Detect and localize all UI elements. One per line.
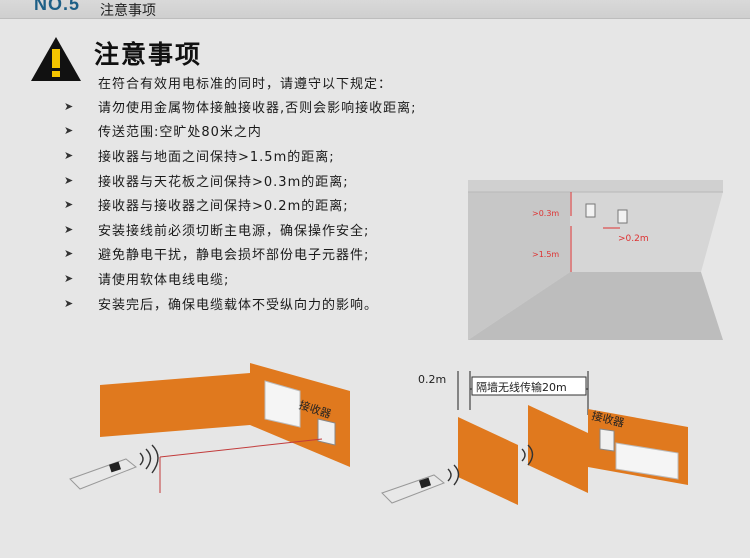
signal-waves-icon: [447, 464, 460, 486]
rule-text: 安装接线前必须切断主电源，确保操作安全;: [98, 223, 370, 239]
room-back-wall: [570, 192, 723, 272]
arrow-bullet-icon: ➤: [64, 173, 75, 187]
arrow-bullet-icon: ➤: [64, 247, 75, 261]
arrow-bullet-icon: ➤: [64, 222, 75, 236]
warning-icon: [31, 37, 81, 81]
arrow-bullet-icon: ➤: [64, 271, 75, 285]
list-item: ➤ 传送范围:空旷处80米之内: [64, 119, 417, 144]
wall-panel-2: [528, 405, 588, 493]
rule-text: 接收器与接收器之间保持>0.2m的距离;: [98, 199, 349, 215]
list-item: ➤ 安装接线前必须切断主电源，确保操作安全;: [64, 217, 417, 242]
remote-control-icon: [381, 474, 445, 504]
list-item: ➤ 接收器与地面之间保持>1.5m的距离;: [64, 143, 417, 168]
rule-text: 请勿使用金属物体接触接收器,否则会影响接收距离;: [98, 100, 417, 116]
wall-label-box: [471, 376, 587, 396]
rule-text: 安装完后，确保电缆载体不受纵向力的影响。: [98, 297, 379, 313]
gap-label: 0.2m: [418, 373, 446, 386]
signal-waves-icon-2: [521, 444, 534, 466]
arrow-bullet-icon: ➤: [64, 124, 75, 138]
section-header-bar: [0, 0, 750, 19]
page-title: 注意事项: [94, 40, 203, 69]
room-left-wall: [468, 192, 570, 340]
list-item: ➤ 请勿使用金属物体接触接收器,否则会影响接收距离;: [64, 94, 417, 119]
ceiling-gap-label: >0.3m: [532, 209, 559, 218]
rule-text: 避免静电干扰，静电会损坏部份电子元器件;: [98, 248, 370, 264]
section-title: 注意事项: [100, 3, 156, 19]
room-clearance-diagram: >0.3m >1.5m >0.2m: [468, 180, 723, 340]
room-ceiling: [468, 180, 723, 192]
list-item: ➤ 安装完后，确保电缆载体不受纵向力的影响。: [64, 291, 417, 316]
wall-panel-1: [458, 417, 518, 505]
remote-control-icon: [69, 458, 137, 490]
receiver-box-1: [585, 203, 596, 218]
receiver-box: [317, 418, 336, 446]
arrow-bullet-icon: ➤: [64, 198, 75, 212]
back-wall-panel: [100, 373, 250, 437]
room-floor: [468, 272, 723, 340]
list-item: ➤ 接收器与天花板之间保持>0.3m的距离;: [64, 168, 417, 193]
rule-text: 请使用软体电线电缆;: [98, 272, 230, 288]
wall-transmission-label: 隔墙无线传输20m: [476, 380, 567, 394]
receiver-box-2: [617, 209, 628, 224]
signal-waves-icon: [139, 444, 159, 474]
range-illustration-open: 接收器: [69, 363, 350, 493]
arrow-bullet-icon: ➤: [64, 148, 75, 162]
rule-text: 接收器与地面之间保持>1.5m的距离;: [98, 149, 335, 165]
rule-text: 接收器与天花板之间保持>0.3m的距离;: [98, 174, 349, 190]
section-number: NO.5: [34, 0, 81, 14]
arrow-bullet-icon: ➤: [64, 99, 75, 113]
floor-gap-label: >1.5m: [532, 250, 559, 259]
list-item: ➤ 请使用软体电线电缆;: [64, 266, 417, 291]
range-illustration-walls: 0.2m 隔墙无线传输20m 接收器: [381, 371, 688, 505]
arrow-bullet-icon: ➤: [64, 296, 75, 310]
wall-window: [264, 380, 301, 428]
rules-list: ➤ 请勿使用金属物体接触接收器,否则会影响接收距离; ➤ 传送范围:空旷处80米之内…: [64, 94, 417, 315]
intro-text: 在符合有效用电标准的同时，请遵守以下规定：: [98, 77, 393, 92]
list-item: ➤ 接收器与接收器之间保持>0.2m的距离;: [64, 192, 417, 217]
list-item: ➤ 避免静电干扰，静电会损坏部份电子元器件;: [64, 242, 417, 267]
wall-window: [615, 442, 679, 480]
receiver-gap-label: >0.2m: [618, 234, 649, 244]
signal-line: [159, 438, 323, 458]
receiver-box: [599, 428, 615, 452]
rule-text: 传送范围:空旷处80米之内: [98, 125, 262, 141]
